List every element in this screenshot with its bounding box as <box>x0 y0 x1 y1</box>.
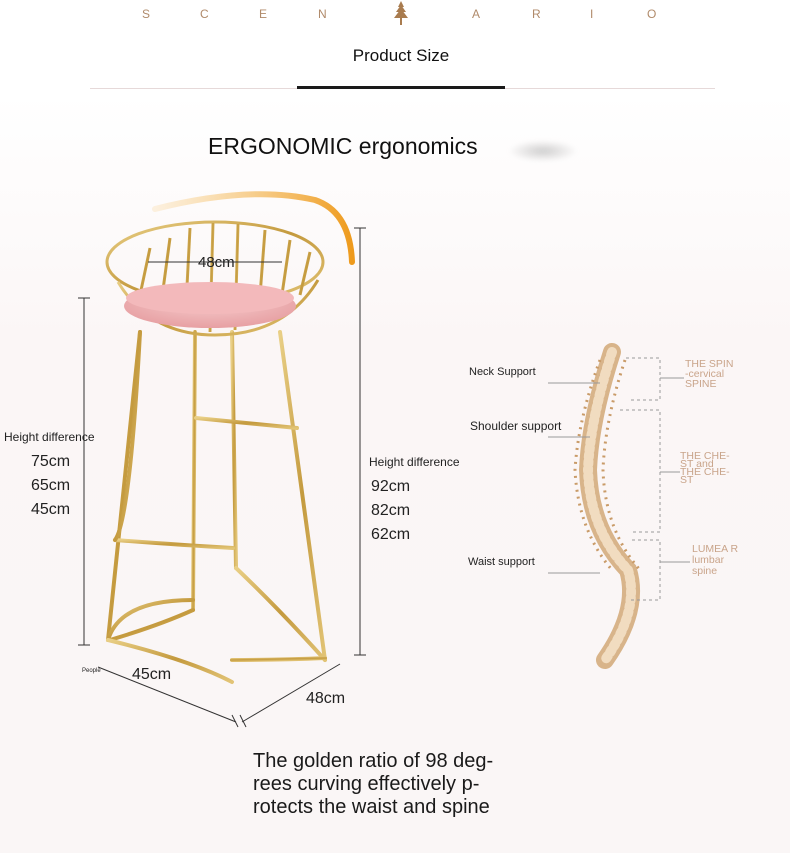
brand-letter: R <box>532 7 541 21</box>
brand-letter: E <box>259 7 268 21</box>
tab-product-size[interactable]: Product Size <box>352 46 450 65</box>
seat-width-label: 48cm <box>198 254 235 271</box>
tab-active-indicator <box>297 86 505 89</box>
left-height-value: 45cm <box>31 501 71 518</box>
tree-logo-icon <box>394 1 408 25</box>
left-height-label: Height difference <box>4 430 95 444</box>
depth-left-label: 45cm <box>132 666 172 683</box>
depth-right-label: 48cm <box>306 690 346 707</box>
shoulder-support-label: Shoulder support <box>470 419 562 433</box>
brand-letter: N <box>318 7 327 21</box>
right-height-label: Height difference <box>369 455 460 469</box>
lumbar-region-label: LUMEA R lumbar spine <box>692 543 739 577</box>
brand-letter: I <box>590 7 594 21</box>
chest-region-label: THE CHE- ST and THE CHE- ST <box>680 450 730 486</box>
brand-letter: O <box>647 7 657 21</box>
neck-support-label: Neck Support <box>469 366 536 378</box>
page-headline: ERGONOMIC ergonomics <box>208 133 478 159</box>
cervical-region-label: THE SPIN -cervical SPINE <box>685 358 734 390</box>
left-height-value: 65cm <box>31 477 71 494</box>
caption-text: The golden ratio of 98 deg- rees curving… <box>253 750 494 818</box>
right-height-value: 92cm <box>371 478 411 495</box>
left-height-value: 75cm <box>31 453 71 470</box>
tiny-label: People <box>82 668 101 674</box>
brand-letter: C <box>200 7 209 21</box>
brand-header: S C E N A R I O <box>0 7 790 25</box>
spine-illustration <box>573 343 642 669</box>
brand-letter: S <box>142 7 151 21</box>
blurred-text <box>508 140 578 162</box>
right-height-value: 62cm <box>371 526 411 543</box>
right-height-value: 82cm <box>371 502 411 519</box>
waist-support-label: Waist support <box>468 556 535 568</box>
brand-letter: A <box>472 7 481 21</box>
